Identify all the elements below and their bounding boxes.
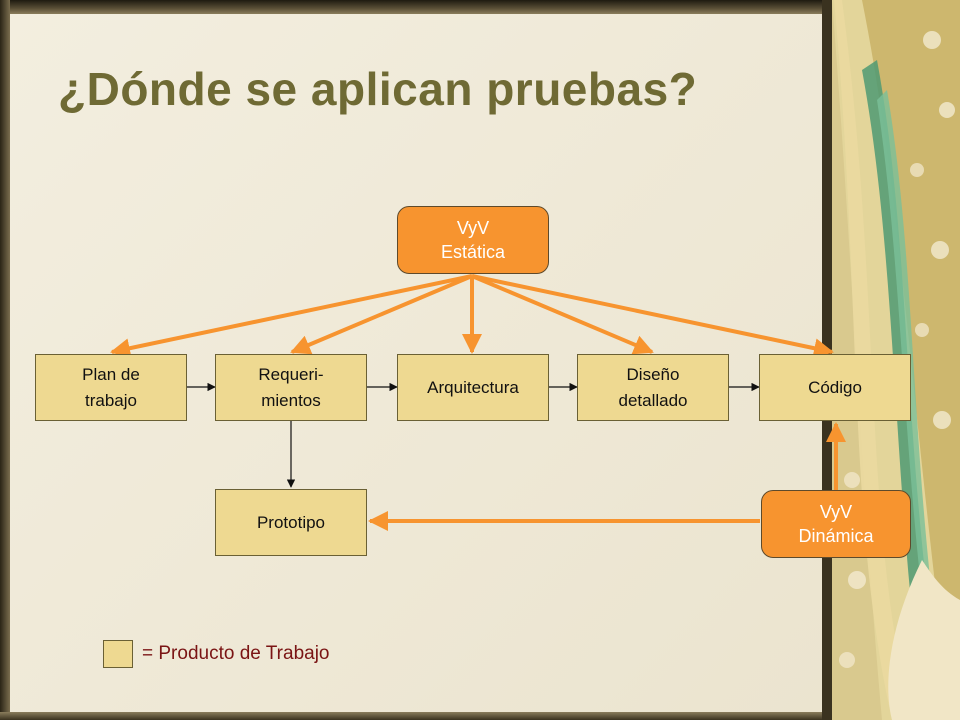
arrow-estatica-to-requerimientos	[290, 274, 473, 355]
node-diseno-detallado: Diseño detallado	[577, 354, 729, 421]
legend-work-product-swatch	[103, 640, 133, 668]
frame-bottom-border	[0, 712, 830, 720]
node-vyv-estatica: VyV Estática	[397, 206, 549, 274]
node-prototipo: Prototipo	[215, 489, 367, 556]
frame-top-border	[0, 0, 830, 14]
arrow-estatica-to-codigo	[471, 274, 834, 359]
node-requerimientos: Requeri- mientos	[215, 354, 367, 421]
arrow-estatica-to-plan	[110, 274, 473, 359]
arrow-estatica-to-diseno	[471, 274, 654, 355]
legend-work-product-label: = Producto de Trabajo	[142, 643, 330, 664]
node-vyv-dinamica: VyV Dinámica	[761, 490, 911, 558]
slide-title: ¿Dónde se aplican pruebas?	[58, 63, 698, 115]
node-plan-de-trabajo: Plan de trabajo	[35, 354, 187, 421]
node-codigo: Código	[759, 354, 911, 421]
node-arquitectura: Arquitectura	[397, 354, 549, 421]
frame-left-border	[0, 0, 10, 720]
